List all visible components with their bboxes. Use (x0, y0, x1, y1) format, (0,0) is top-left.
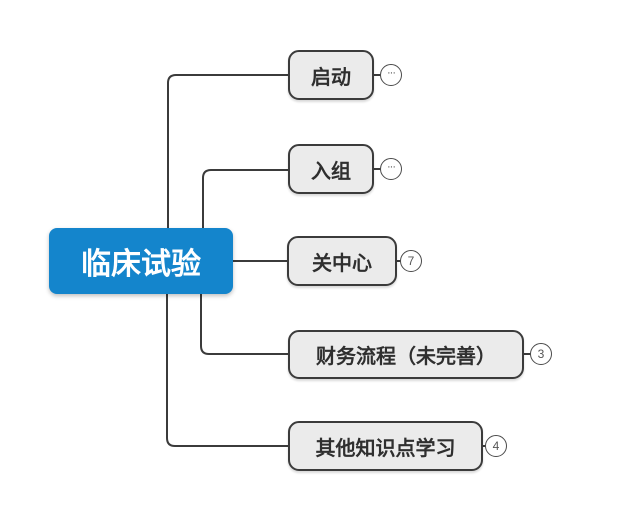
collapse-badge-qidong[interactable]: ··· (380, 64, 402, 86)
child-node-caiwuliucheng[interactable]: 财务流程（未完善） (288, 330, 524, 379)
badge-value: 3 (537, 347, 545, 361)
child-node-ruzu[interactable]: 入组 (288, 144, 374, 194)
child-node-qitazhishidian[interactable]: 其他知识点学习 (288, 421, 483, 471)
root-node-label: 临床试验 (81, 248, 201, 281)
child-node-guanzhongxin[interactable]: 关中心 (287, 236, 397, 286)
collapse-badge-ruzu[interactable]: ··· (380, 158, 402, 180)
collapse-badge-qitazhishidian[interactable]: 4 (485, 435, 507, 457)
badge-value: 4 (492, 439, 500, 453)
child-node-label: 启动 (311, 66, 351, 89)
root-node-clinical-trial[interactable]: 临床试验 (49, 228, 233, 294)
child-node-label: 入组 (311, 160, 351, 183)
connector-root-to-child-2 (202, 169, 288, 230)
badge-value: ··· (387, 66, 396, 79)
connector-root-to-child-1 (167, 74, 288, 230)
collapse-badge-guanzhongxin[interactable]: 7 (400, 250, 422, 272)
badge-value: ··· (387, 160, 396, 173)
connector-root-to-child-5 (166, 293, 288, 447)
badge-value: 7 (407, 254, 415, 268)
collapse-badge-caiwuliucheng[interactable]: 3 (530, 343, 552, 365)
child-node-label: 其他知识点学习 (315, 437, 456, 460)
child-node-label: 关中心 (312, 252, 372, 275)
child-node-qidong[interactable]: 启动 (288, 50, 374, 100)
child-node-label: 财务流程（未完善） (316, 346, 496, 368)
connector-root-to-child-4 (200, 293, 288, 355)
